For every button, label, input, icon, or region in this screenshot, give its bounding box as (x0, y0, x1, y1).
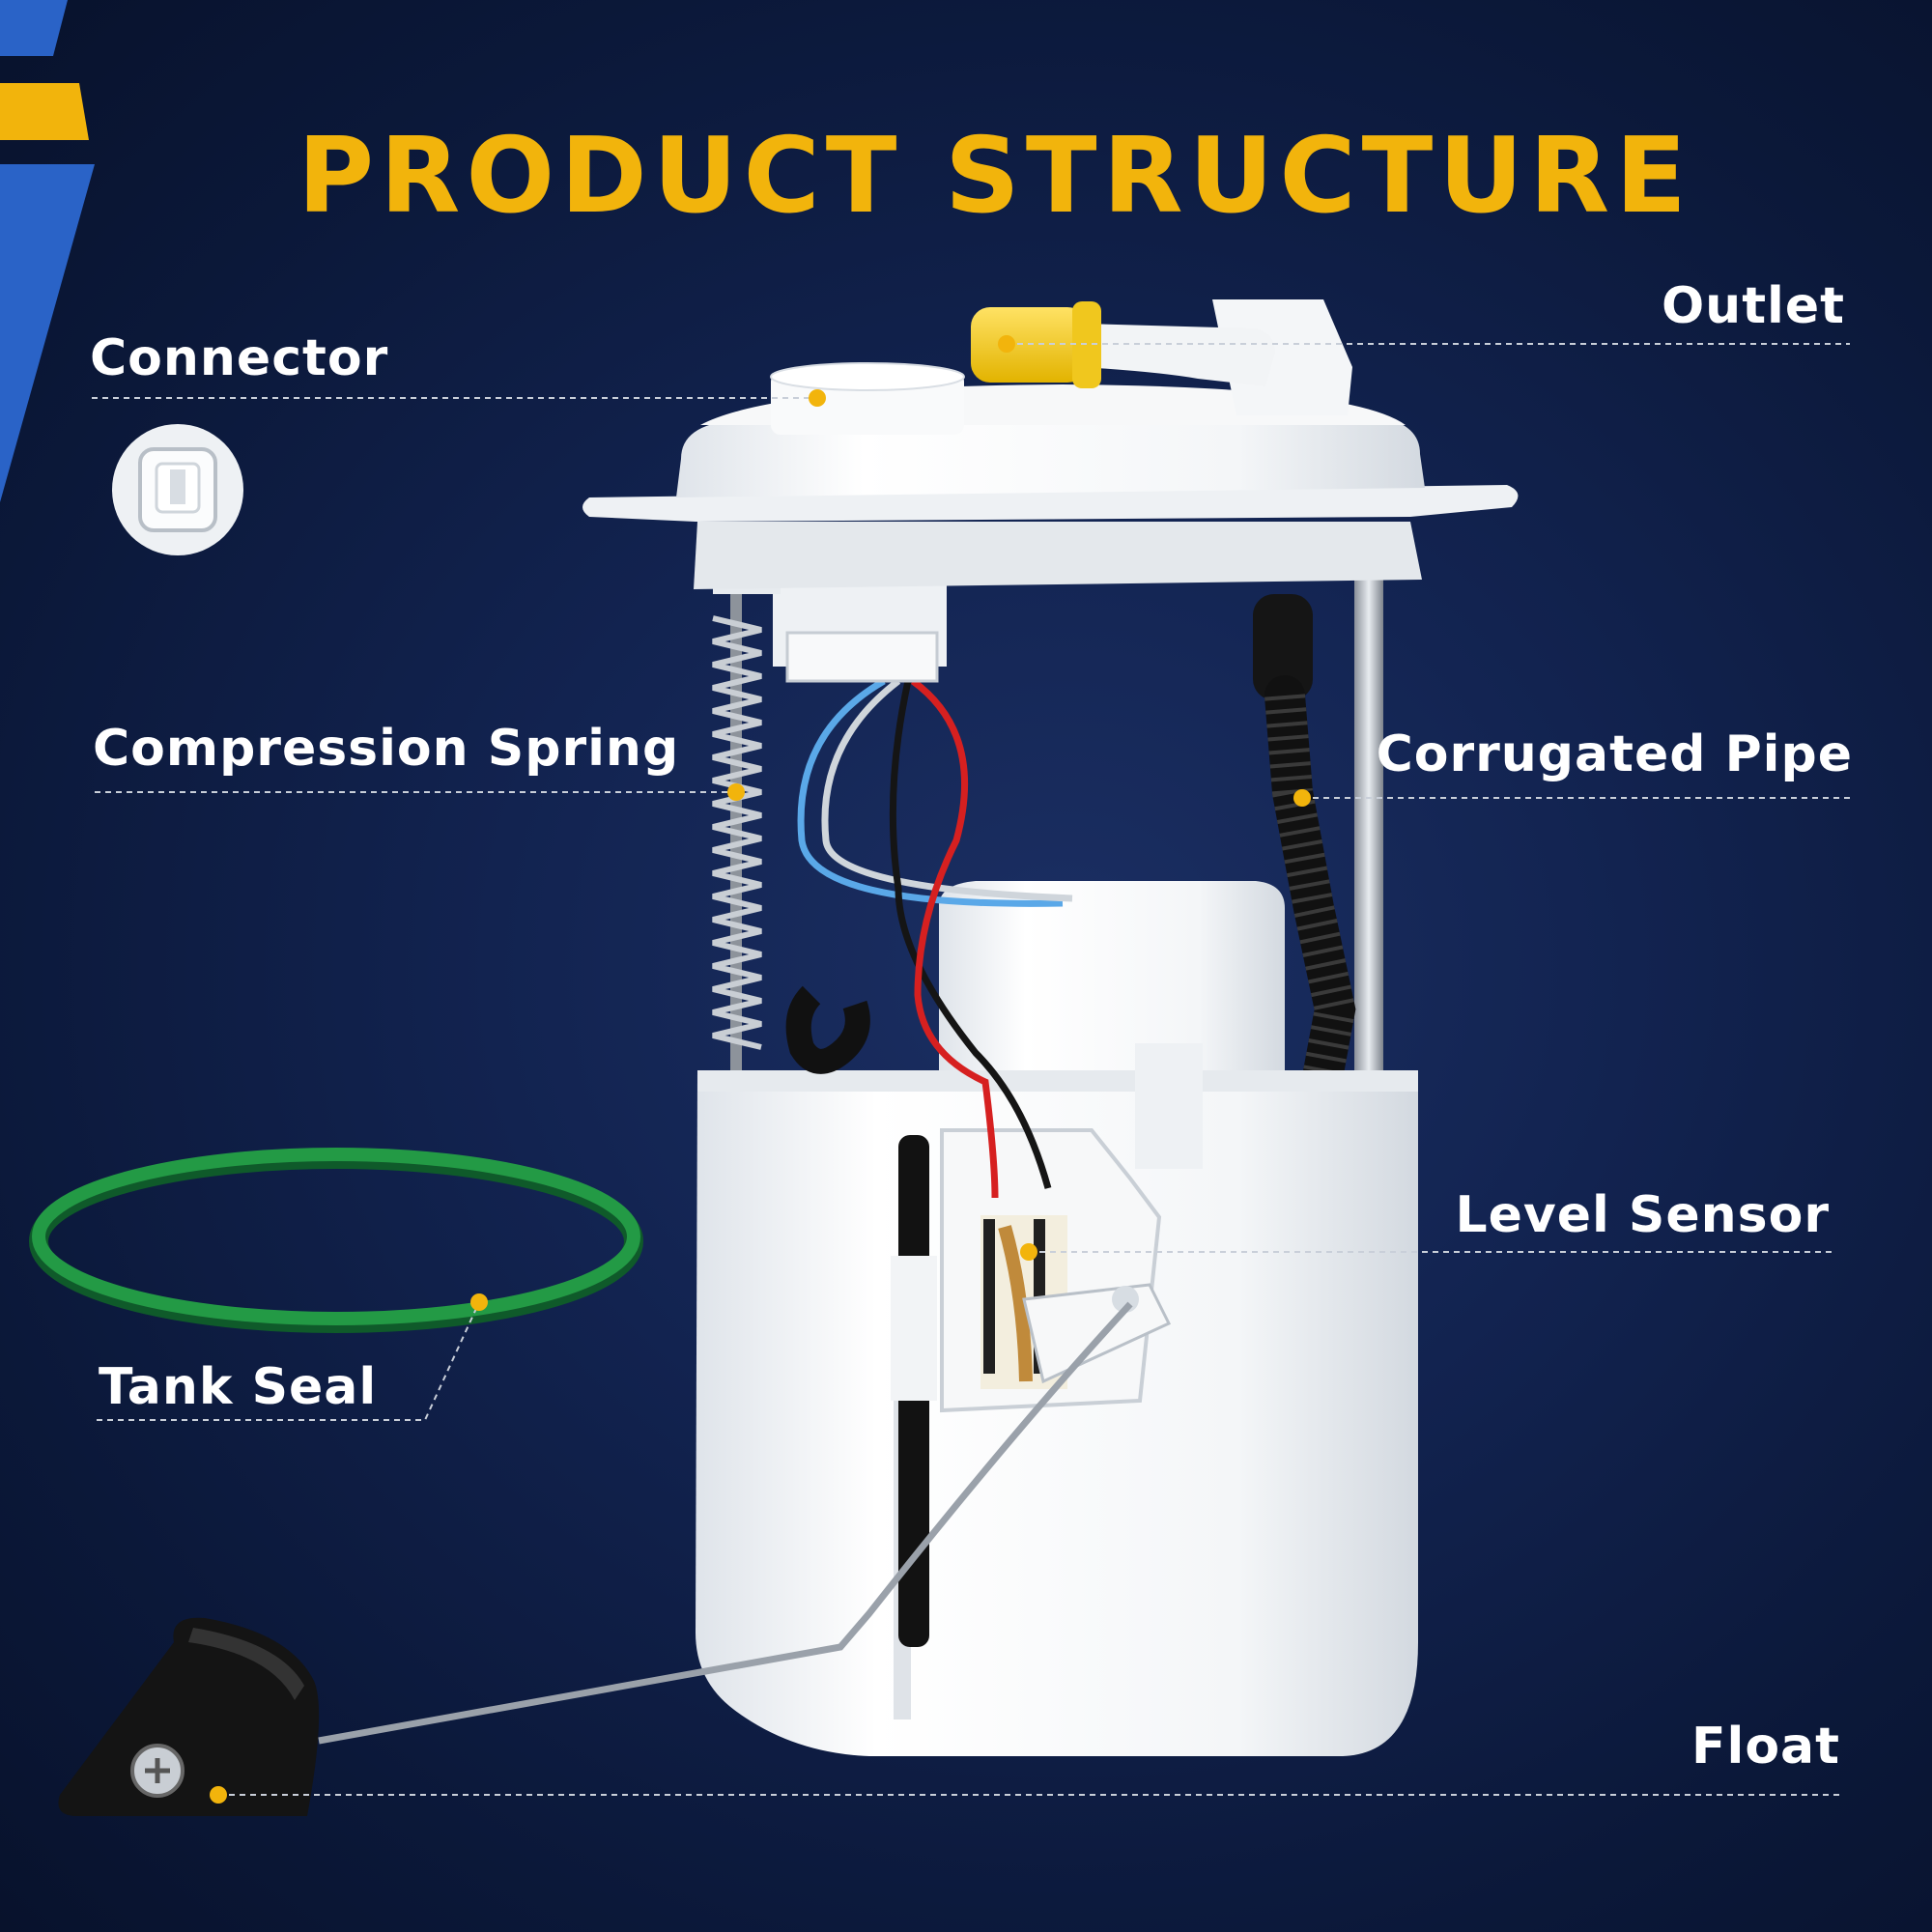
fuel-pump-module (58, 299, 1519, 1816)
float-marker (210, 1786, 227, 1804)
tank-seal-label: Tank Seal (99, 1358, 378, 1416)
float-arm (318, 1301, 1133, 1745)
page-title: PRODUCT STRUCTURE (298, 116, 1692, 237)
compression-spring-label: Compression Spring (93, 720, 680, 778)
compression-spring-shape (712, 594, 762, 1077)
outlet-marker (998, 335, 1015, 353)
corrugated-pipe-marker (1293, 789, 1311, 807)
level-sensor-label: Level Sensor (1455, 1186, 1830, 1244)
corrugated-pipe-label: Corrugated Pipe (1376, 725, 1853, 783)
level-sensor-marker (1020, 1243, 1037, 1261)
compression-spring-marker (727, 783, 745, 801)
wiring (797, 677, 1073, 1199)
outlet-label: Outlet (1661, 277, 1845, 335)
callout-markers (210, 335, 1311, 1804)
float-shape (58, 1617, 320, 1816)
reservoir-body (696, 881, 1418, 1756)
corrugated-pipe-shape (1253, 594, 1356, 1093)
connector-boss (770, 362, 965, 435)
tank-seal-marker (470, 1293, 488, 1311)
brand-stripes (0, 0, 95, 502)
tank-seal-ring (29, 1148, 643, 1333)
top-flange (582, 384, 1519, 589)
float-label: Float (1690, 1718, 1840, 1776)
connector-label: Connector (90, 329, 389, 387)
level-sensor-board (940, 1128, 1172, 1413)
callout-leaders (92, 343, 1851, 1796)
connector-marker (809, 389, 826, 407)
connector-plug-icon (112, 424, 243, 555)
